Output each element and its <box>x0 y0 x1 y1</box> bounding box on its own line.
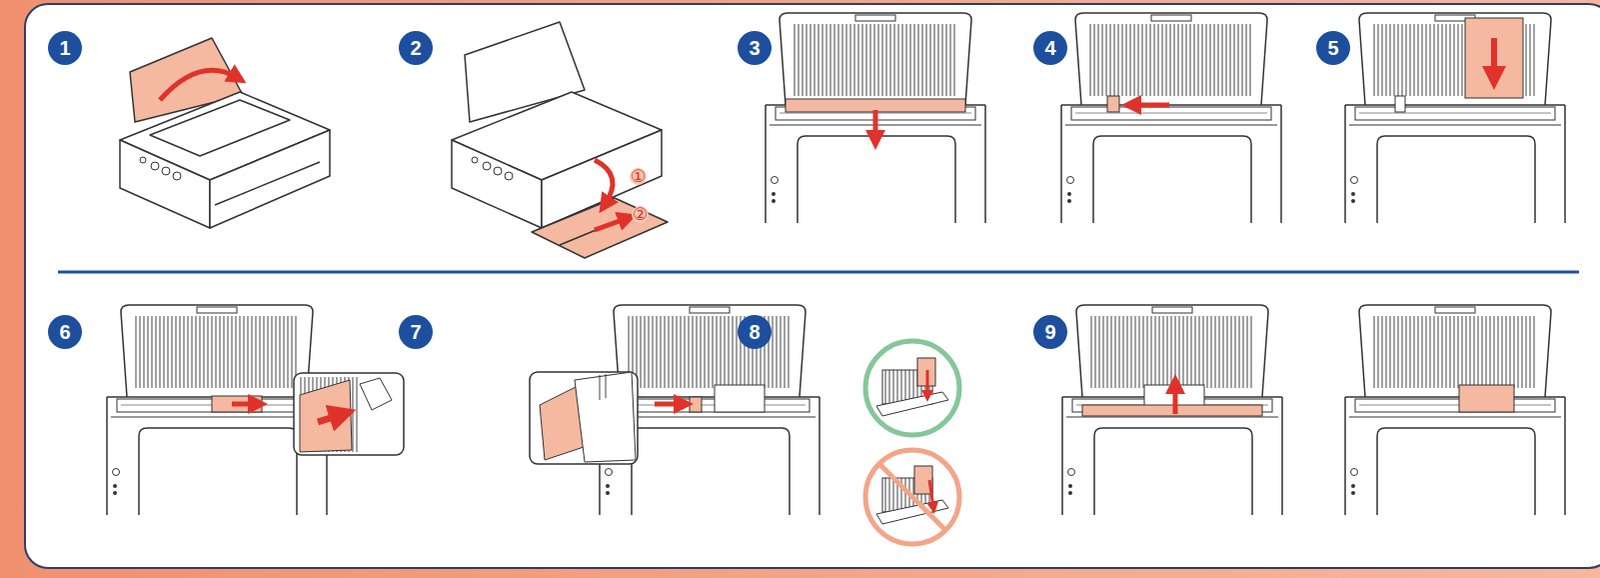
step-number-text: 7 <box>409 321 421 342</box>
step-number: 9 <box>1033 314 1068 349</box>
step-number-text: 9 <box>1044 321 1056 342</box>
step-number: 2 <box>398 30 433 65</box>
sub-step-mark: ② <box>631 205 649 223</box>
step-number-text: 4 <box>1044 37 1056 58</box>
step-number-text: 6 <box>58 321 70 342</box>
step-number: 3 <box>737 30 772 65</box>
step-number: 4 <box>1033 30 1068 65</box>
step-number: 1 <box>47 30 82 65</box>
step-number-text: 5 <box>1327 37 1339 58</box>
step-number-text: 1 <box>58 37 70 58</box>
step-number-text: 3 <box>748 37 760 58</box>
sub-step-mark: ① <box>629 167 647 185</box>
step-number: 8 <box>737 314 772 349</box>
step-number: 6 <box>47 314 82 349</box>
step-number: 7 <box>398 314 433 349</box>
step-number-text: 2 <box>409 37 421 58</box>
step-number: 5 <box>1316 30 1351 65</box>
step-number-text: 8 <box>748 321 760 342</box>
